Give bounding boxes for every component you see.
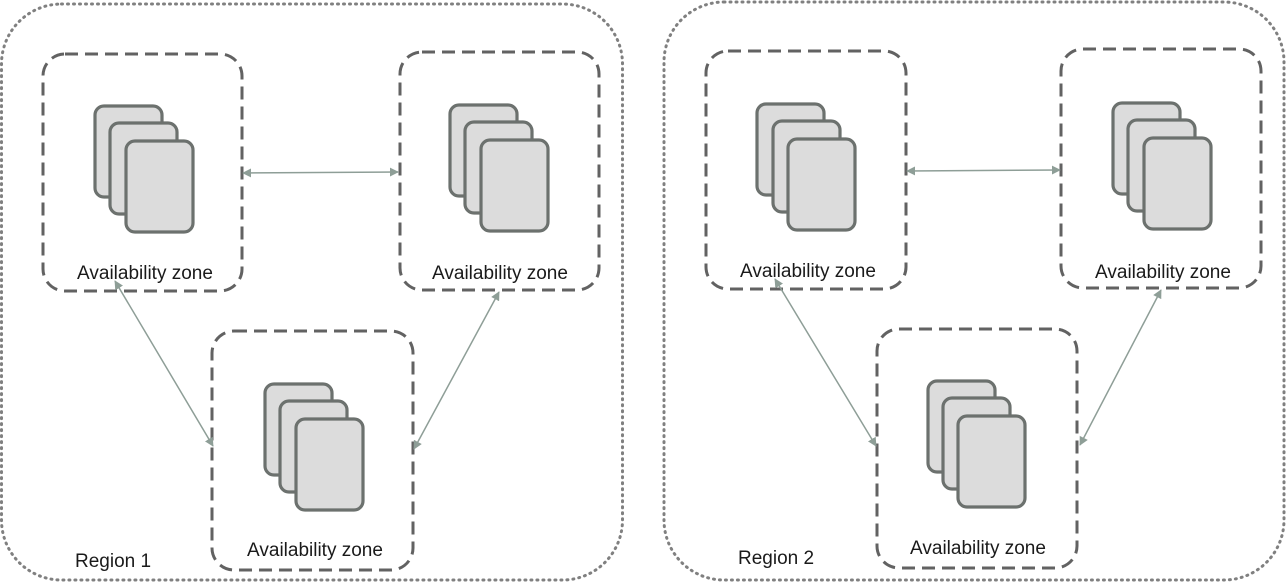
- zone-border: [210, 329, 415, 572]
- server-stack-icon: [448, 103, 550, 233]
- availability-zone-2a: Availability zone: [704, 49, 908, 291]
- connection-arrow: [114, 280, 214, 447]
- availability-zone-2b: Availability zone: [1059, 47, 1263, 290]
- zone-border: [41, 52, 244, 293]
- availability-zone-1b: Availability zone: [398, 50, 601, 292]
- zone-label: Availability zone: [77, 263, 213, 284]
- zone-label: Availability zone: [740, 261, 876, 282]
- region-1-border: [0, 2, 624, 582]
- region-2-border: [662, 0, 1286, 582]
- region-2: Region 2 Availability zone Availability …: [662, 0, 1286, 582]
- region-1: Region 1 Availability zone Availability …: [0, 2, 624, 582]
- server-stack-icon: [93, 104, 195, 234]
- availability-zone-2c: Availability zone: [875, 327, 1079, 570]
- server-stack-icon: [263, 382, 365, 512]
- server-stack-icon: [755, 102, 857, 232]
- connection-arrow: [1079, 289, 1162, 446]
- server-stack-icon: [926, 379, 1027, 509]
- zone-label: Availability zone: [1095, 262, 1231, 283]
- zone-label: Availability zone: [247, 540, 383, 561]
- server-stack-icon: [1111, 101, 1213, 231]
- connection-arrow: [242, 167, 399, 178]
- region-1-label: Region 1: [75, 551, 151, 572]
- availability-zone-1a: Availability zone: [41, 52, 244, 293]
- zone-border: [704, 49, 908, 291]
- region-2-label: Region 2: [738, 548, 814, 569]
- zone-border: [1059, 47, 1263, 290]
- zone-border: [398, 50, 601, 292]
- availability-zone-1c: Availability zone: [210, 329, 415, 572]
- connection-arrow: [413, 291, 500, 450]
- zone-border: [875, 327, 1079, 570]
- connection-arrow: [906, 165, 1061, 176]
- connection-arrow: [774, 278, 877, 447]
- zone-label: Availability zone: [432, 263, 568, 284]
- zone-label: Availability zone: [910, 538, 1046, 559]
